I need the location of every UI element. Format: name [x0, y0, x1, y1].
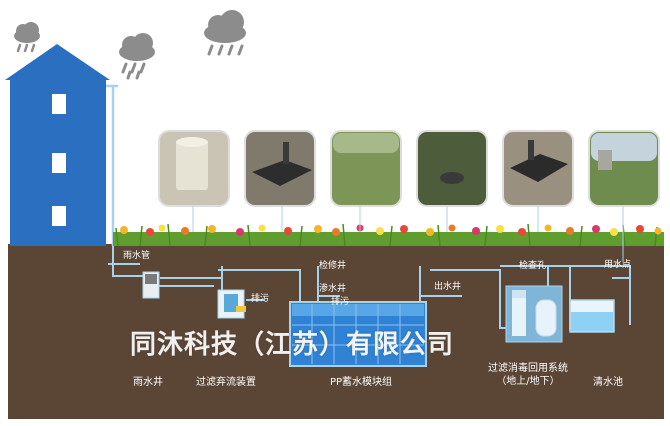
cloud-icon: [204, 10, 246, 56]
window: [52, 94, 66, 114]
clear-water-pool: [569, 299, 615, 333]
rain-well: [142, 271, 160, 299]
filter-disinfection-system: [505, 285, 563, 343]
filter-tank-photo: [158, 130, 230, 232]
water-use-point-label: 用水点: [604, 260, 632, 270]
rain-well-label: 雨水井: [133, 377, 163, 388]
building: [5, 44, 118, 246]
diversion-device-label: 过滤弃流装置: [196, 377, 256, 388]
diversion-device: [217, 289, 246, 319]
grass-strip: [113, 232, 664, 246]
buried-tank-photo: [244, 130, 316, 232]
cloud-icon: [14, 22, 40, 53]
drain-sewage-label-2: 排污: [331, 297, 350, 307]
clear-pool-label: 清水池: [593, 377, 623, 388]
outlet-well-label: 出水井: [434, 282, 462, 292]
inspection-hole-label: 检查孔: [519, 261, 547, 271]
well-cover-photo: [416, 130, 488, 232]
garden-photo: [588, 130, 660, 262]
pp-module-label: PP蓄水模块组: [329, 377, 393, 388]
flower-icons: [120, 224, 662, 236]
drain-sewage-label: 排污: [251, 294, 270, 304]
filter-system-label: 过滤消毒回用系统 （地上/地下）: [476, 362, 580, 388]
company-watermark: 同沐科技（江苏）有限公司: [130, 330, 455, 360]
filter-system-label-line2: （地上/地下）: [496, 376, 560, 387]
grass-blades: [115, 223, 658, 247]
inspection-well-label: 检修井: [319, 261, 347, 271]
rain-pipe-label: 雨水管: [123, 251, 151, 261]
seepage-well-label: 渗水井: [319, 284, 347, 294]
window: [52, 206, 66, 226]
filter-system-label-line1: 过滤消毒回用系统: [488, 363, 568, 374]
cloud-icon: [119, 33, 155, 80]
window: [52, 153, 66, 173]
pp-storage-module: [289, 301, 427, 367]
lawn-photo: [330, 130, 402, 232]
underground-tank-photo: [502, 130, 574, 232]
